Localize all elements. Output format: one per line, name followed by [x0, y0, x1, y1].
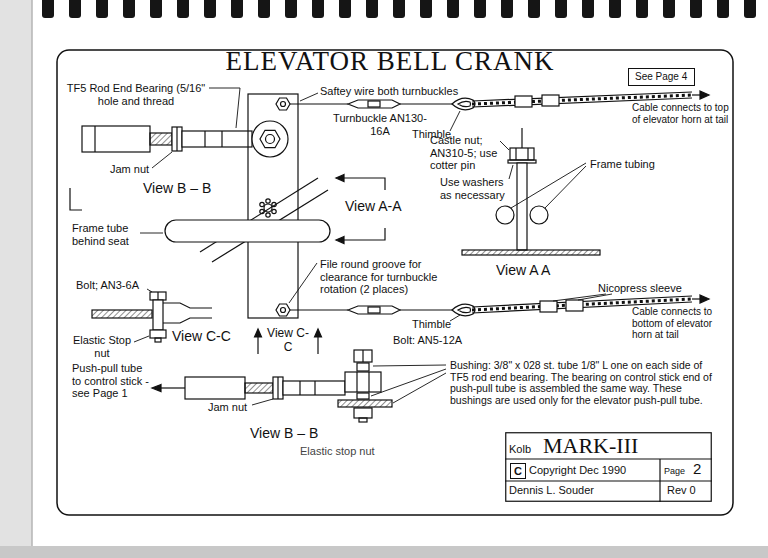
note-label: File round groove for clearance for turn…: [320, 258, 460, 296]
revision: Rev 0: [667, 484, 696, 497]
title-block: Kolb MARK-III CCopyright Dec 1990 Page 2Denn…: [505, 432, 712, 502]
view-label: View A-A: [345, 198, 425, 214]
maker-name: Kolb: [509, 443, 531, 456]
note-label: Bushing: 3/8" x 028 st. tube 1/8" L one …: [450, 360, 712, 406]
part-label: Push-pull tube to control stick - see Pa…: [72, 362, 152, 400]
view-label: View C-C: [172, 328, 252, 344]
part-label: Jam nut: [110, 163, 170, 176]
note-label: Cable connects to bottom of elevator hor…: [632, 306, 730, 341]
model-name: MARK-III: [543, 434, 638, 458]
reference-box: See Page 4: [628, 68, 695, 86]
part-label: Jam nut: [208, 401, 268, 414]
note-label: Saftey wire both turnbuckles: [320, 85, 495, 98]
view-label: View B – B: [250, 425, 350, 441]
note-label: Cable connects to top of elevator horn a…: [632, 102, 730, 125]
part-label: Frame tube behind seat: [72, 222, 152, 247]
page-word: Page: [664, 466, 685, 476]
part-label: Frame tubing: [590, 158, 690, 171]
part-label: Bolt: AN5-12A: [393, 334, 503, 347]
page-number: 2: [693, 460, 701, 477]
part-label: Elastic Stop nut: [72, 334, 132, 359]
author-name: Dennis L. Souder: [509, 484, 594, 497]
view-label: View A A: [496, 262, 586, 278]
view-label: View B – B: [143, 180, 243, 196]
part-label: Elastic stop nut: [300, 445, 410, 458]
copyright-mark: C: [510, 463, 526, 479]
part-label: Bolt; AN3-6A: [76, 279, 156, 292]
note-label: Use washers as necessary: [440, 176, 508, 201]
reference-text: See Page 4: [635, 71, 688, 83]
part-label: Castle nut; AN310-5; use cotter pin: [430, 134, 506, 172]
part-label: Thimble: [412, 318, 472, 331]
view-label: View C-C: [263, 327, 313, 355]
leader-lines: [134, 88, 612, 405]
copyright-text: Copyright Dec 1990: [529, 464, 626, 477]
part-label: Nicopress sleeve: [598, 282, 708, 295]
drawing-title: ELEVATOR BELL CRANK: [180, 46, 600, 77]
part-label: TF5 Rod End Bearing (5/16" hole and thre…: [66, 82, 206, 107]
